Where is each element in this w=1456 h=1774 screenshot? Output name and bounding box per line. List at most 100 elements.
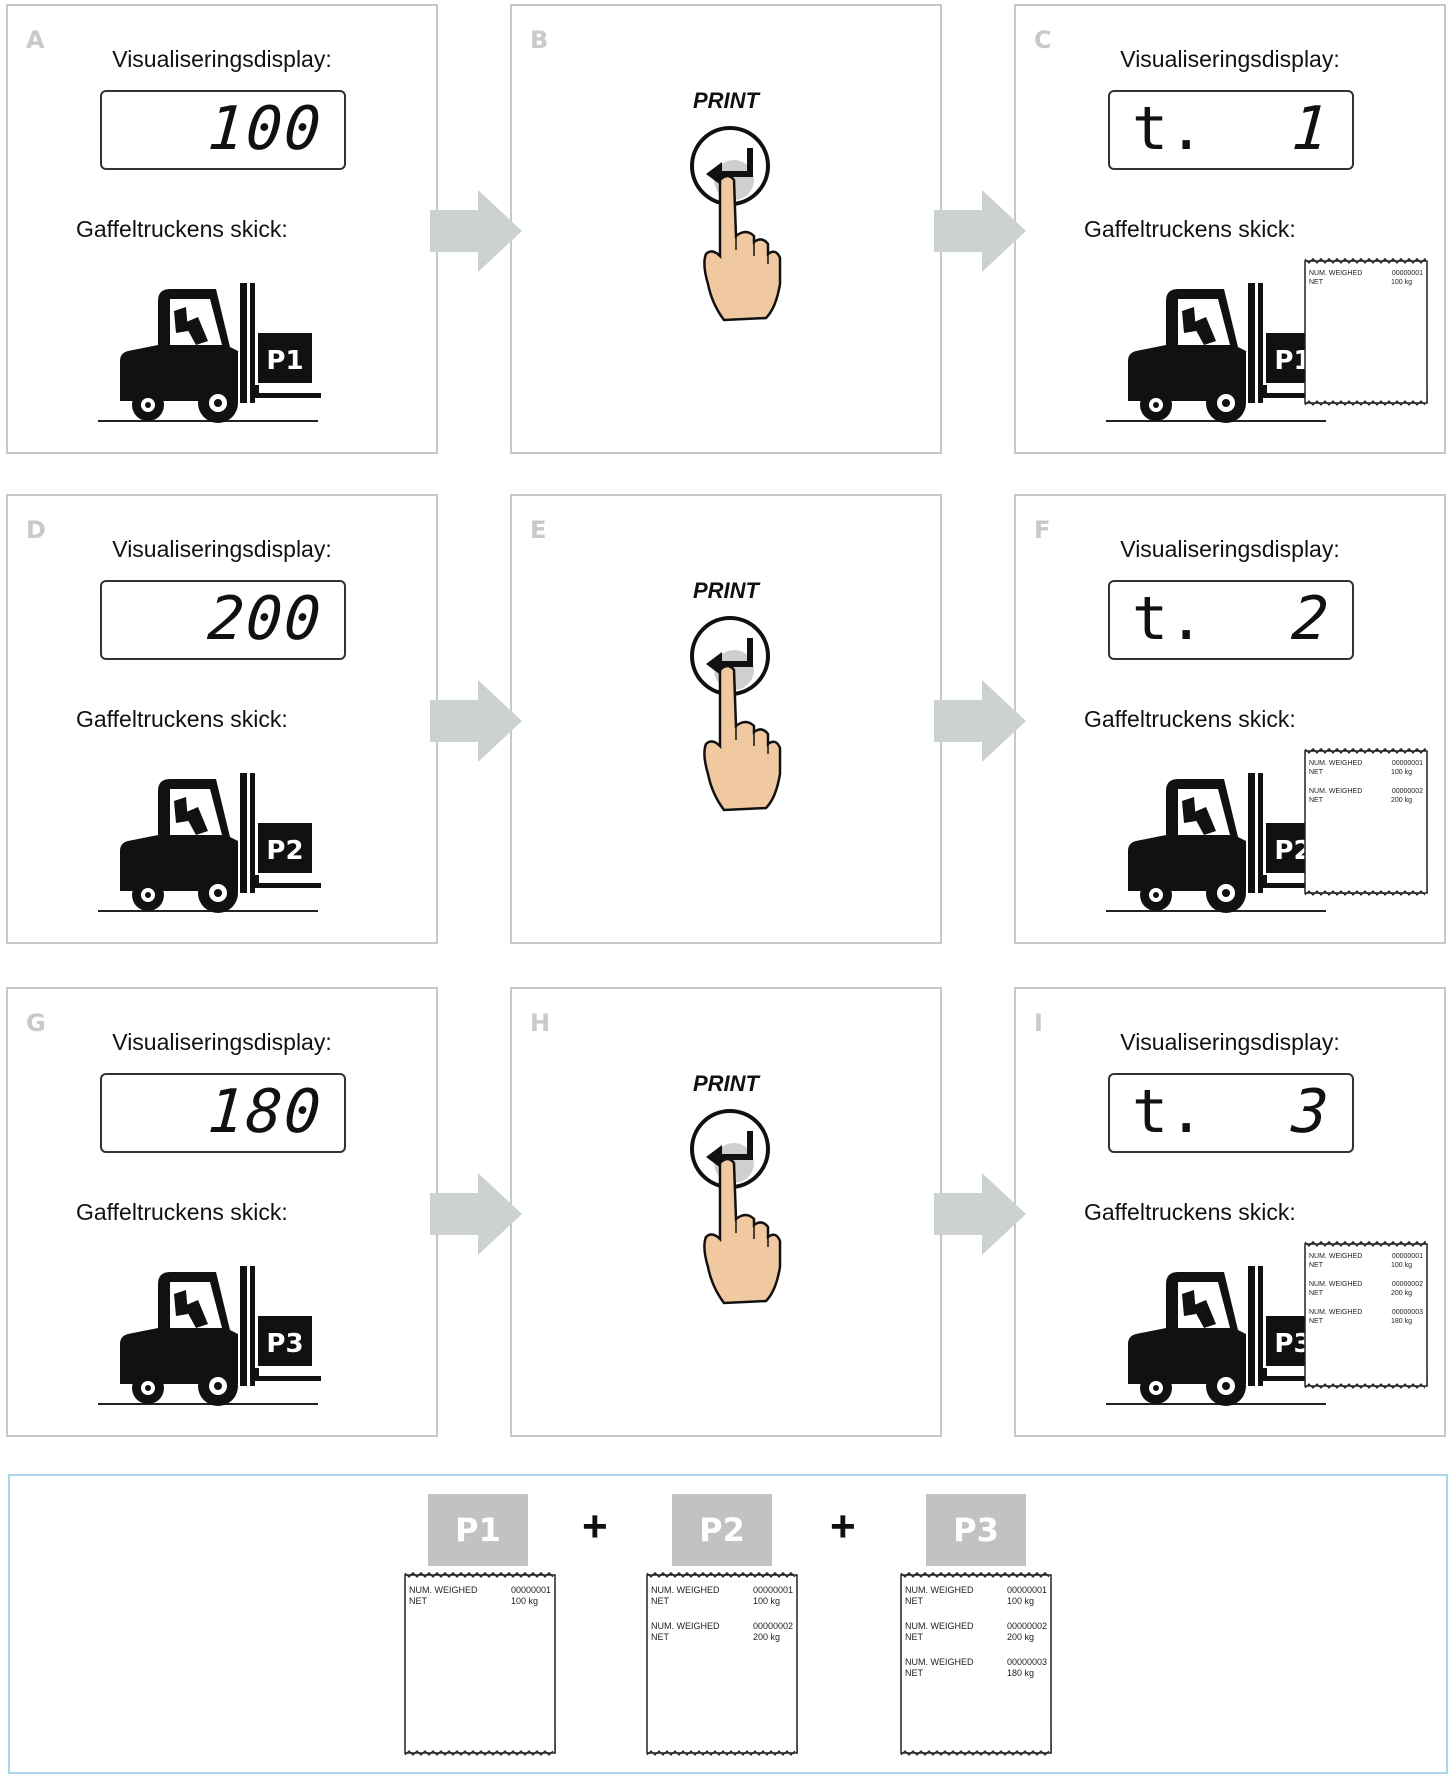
panel-c: C Visualiseringsdisplay: t.1 Gaffeltruck… <box>1014 4 1446 454</box>
svg-text:100 kg: 100 kg <box>511 1596 538 1606</box>
svg-text:NUM. WEIGHED: NUM. WEIGHED <box>651 1621 720 1631</box>
arrow-right-icon <box>430 190 522 277</box>
panel-letter: E <box>530 516 547 544</box>
display-label: Visualiseringsdisplay: <box>1120 1029 1340 1055</box>
svg-text:00000001: 00000001 <box>511 1585 551 1595</box>
panel-f: F Visualiseringsdisplay: t.2 Gaffeltruck… <box>1014 494 1446 944</box>
svg-text:00000001: 00000001 <box>1392 760 1423 767</box>
svg-text:NET: NET <box>651 1596 670 1606</box>
print-label: PRINT <box>693 88 759 113</box>
panel-letter: G <box>26 1009 46 1037</box>
svg-text:00000001: 00000001 <box>1392 270 1423 277</box>
svg-text:P1: P1 <box>266 346 303 376</box>
lcd-display: 100 <box>100 90 346 170</box>
lcd-display: t.1 <box>1108 90 1354 170</box>
svg-text:NUM. WEIGHED: NUM. WEIGHED <box>905 1657 974 1667</box>
svg-text:NUM. WEIGHED: NUM. WEIGHED <box>651 1585 720 1595</box>
state-label: Gaffeltruckens skick: <box>76 1199 288 1225</box>
svg-text:NET: NET <box>1309 1290 1324 1297</box>
pallet-badge: P3 <box>926 1494 1026 1566</box>
panel-e: E PRINT <box>510 494 942 944</box>
svg-text:NUM. WEIGHED: NUM. WEIGHED <box>905 1585 974 1595</box>
svg-text:NET: NET <box>1309 797 1324 804</box>
svg-text:200 kg: 200 kg <box>1391 1290 1412 1297</box>
panel-letter: H <box>530 1009 551 1037</box>
pallet-badge: P1 <box>428 1494 528 1566</box>
state-label: Gaffeltruckens skick: <box>76 216 288 242</box>
svg-text:NUM. WEIGHED: NUM. WEIGHED <box>409 1585 478 1595</box>
panel-h: H PRINT <box>510 987 942 1437</box>
display-prefix: t. <box>1132 1077 1205 1147</box>
svg-text:00000001: 00000001 <box>1007 1585 1047 1595</box>
svg-text:NUM. WEIGHED: NUM. WEIGHED <box>1309 270 1362 277</box>
state-label: Gaffeltruckens skick: <box>1084 216 1296 242</box>
forklift-icon: P3 <box>98 1264 338 1414</box>
forklift-icon: P3 <box>1106 1264 1346 1414</box>
lcd-display: 200 <box>100 580 346 660</box>
svg-text:P3: P3 <box>266 1329 303 1359</box>
display-label: Visualiseringsdisplay: <box>1120 536 1340 562</box>
enter-key-icon <box>662 124 802 329</box>
plus-sign: + <box>830 1502 856 1551</box>
svg-text:100 kg: 100 kg <box>1391 279 1412 286</box>
state-label: Gaffeltruckens skick: <box>1084 1199 1296 1225</box>
svg-text:00000002: 00000002 <box>1392 788 1423 795</box>
svg-text:100 kg: 100 kg <box>1007 1596 1034 1606</box>
svg-text:NET: NET <box>1309 1262 1324 1269</box>
svg-text:00000003: 00000003 <box>1392 1309 1423 1316</box>
svg-text:00000002: 00000002 <box>1007 1621 1047 1631</box>
svg-text:NUM. WEIGHED: NUM. WEIGHED <box>1309 1281 1362 1288</box>
svg-text:100 kg: 100 kg <box>1391 1262 1412 1269</box>
display-label: Visualiseringsdisplay: <box>112 46 332 72</box>
panel-g: G Visualiseringsdisplay: 180 Gaffeltruck… <box>6 987 438 1437</box>
svg-text:NET: NET <box>409 1596 428 1606</box>
svg-text:180 kg: 180 kg <box>1007 1668 1034 1678</box>
display-value: 3 <box>1289 1077 1333 1147</box>
display-label: Visualiseringsdisplay: <box>112 1029 332 1055</box>
svg-text:NET: NET <box>905 1668 924 1678</box>
state-label: Gaffeltruckens skick: <box>76 706 288 732</box>
panel-letter: D <box>26 516 46 544</box>
enter-key-icon <box>662 614 802 819</box>
forklift-icon: P1 <box>98 281 338 431</box>
svg-text:NET: NET <box>905 1632 924 1642</box>
svg-text:NET: NET <box>1309 769 1324 776</box>
enter-key-icon <box>662 1107 802 1312</box>
svg-text:NET: NET <box>1309 1318 1324 1325</box>
display-value: 180 <box>205 1077 325 1147</box>
panel-letter: A <box>26 26 45 54</box>
svg-text:00000002: 00000002 <box>1392 1281 1423 1288</box>
svg-text:200 kg: 200 kg <box>1391 797 1412 804</box>
state-label: Gaffeltruckens skick: <box>1084 706 1296 732</box>
svg-text:NET: NET <box>905 1596 924 1606</box>
svg-text:180 kg: 180 kg <box>1391 1318 1412 1325</box>
display-label: Visualiseringsdisplay: <box>1120 46 1340 72</box>
panel-b: B PRINT <box>510 4 942 454</box>
svg-text:100 kg: 100 kg <box>1391 769 1412 776</box>
display-value: 2 <box>1289 584 1333 654</box>
panel-letter: F <box>1034 516 1051 544</box>
lcd-display: t. 3 <box>1108 1073 1354 1153</box>
svg-text:00000001: 00000001 <box>753 1585 793 1595</box>
panel-letter: I <box>1034 1009 1043 1037</box>
svg-text:NUM. WEIGHED: NUM. WEIGHED <box>1309 1309 1362 1316</box>
arrow-right-icon <box>934 680 1026 767</box>
display-value: 100 <box>205 94 325 164</box>
svg-text:NUM. WEIGHED: NUM. WEIGHED <box>1309 788 1362 795</box>
svg-text:P2: P2 <box>266 836 303 866</box>
print-label: PRINT <box>693 1071 759 1096</box>
panel-a: A Visualiseringsdisplay: 100 Gaffeltruck… <box>6 4 438 454</box>
arrow-right-icon <box>430 680 522 767</box>
forklift-icon: P2 <box>1106 771 1346 921</box>
display-label: Visualiseringsdisplay: <box>112 536 332 562</box>
svg-text:NUM. WEIGHED: NUM. WEIGHED <box>905 1621 974 1631</box>
svg-text:00000001: 00000001 <box>1392 1253 1423 1260</box>
arrow-right-icon <box>934 1173 1026 1260</box>
